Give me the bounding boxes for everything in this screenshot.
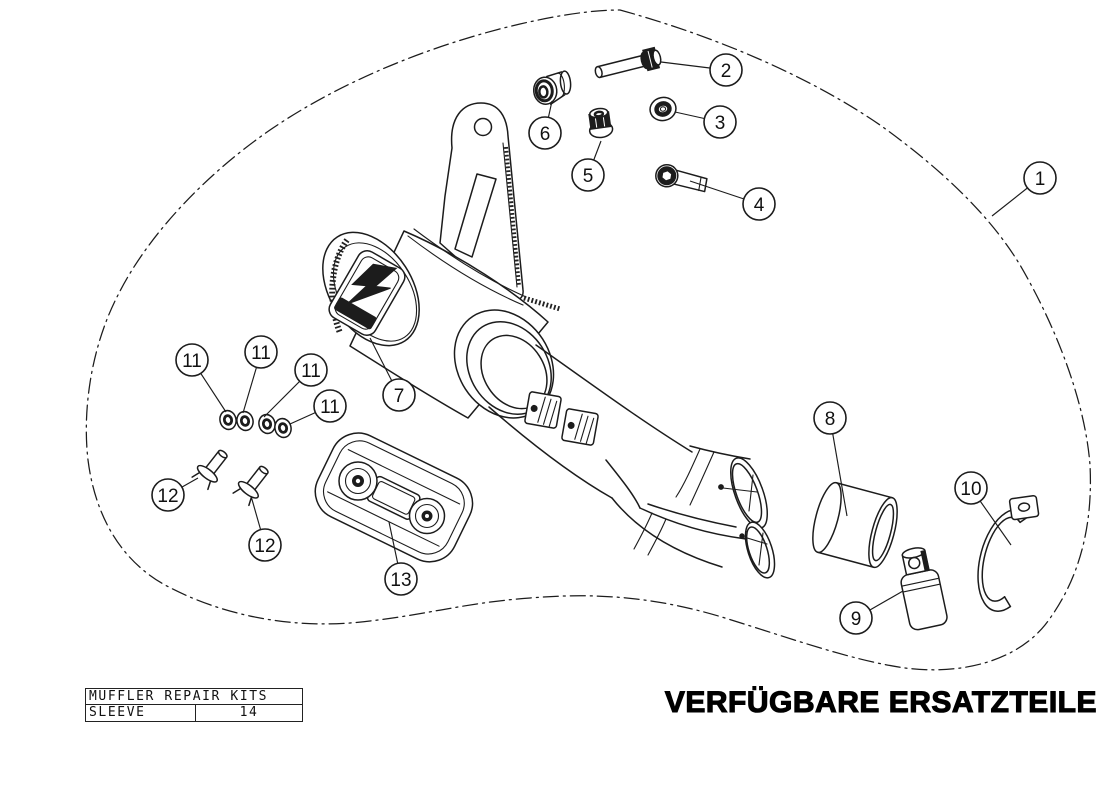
table-cell-number: 14 <box>239 705 259 720</box>
flat-washer <box>648 95 678 123</box>
callout-11: 11 <box>264 354 327 417</box>
washer <box>235 410 255 432</box>
callout-number: 3 <box>715 113 726 134</box>
callout-11: 11 <box>243 336 277 413</box>
callout-12: 12 <box>152 478 198 511</box>
page-title: VERFÜGBARE ERSATZTEILE <box>664 685 1097 719</box>
akrapovic-arrow-icon <box>342 253 400 319</box>
washer-set <box>218 409 293 439</box>
washer <box>273 417 293 439</box>
callout-6: 6 <box>529 101 561 149</box>
clamp-screw <box>895 544 949 631</box>
boundary-outline <box>86 10 1090 670</box>
allen-screw <box>654 163 708 194</box>
callout-11: 11 <box>176 344 226 412</box>
outlet-lower <box>606 460 780 581</box>
callout-12: 12 <box>249 496 281 561</box>
rivet-2 <box>232 461 275 507</box>
callout-circle <box>743 188 775 220</box>
flange-nut <box>587 107 614 139</box>
callout-2: 2 <box>661 54 742 86</box>
callout-number: 5 <box>583 166 594 187</box>
callout-number: 10 <box>960 479 981 500</box>
bracket-hole <box>475 119 492 136</box>
clamp-band <box>968 486 1043 616</box>
akrapovic-badge <box>325 247 408 339</box>
callout-4: 4 <box>690 181 775 220</box>
callout-number: 2 <box>721 61 732 82</box>
callout-9: 9 <box>840 591 903 634</box>
callout-circle <box>295 354 327 386</box>
repair-kits-table: MUFFLER REPAIR KITS SLEEVE 14 <box>85 688 303 722</box>
table-cell-part: SLEEVE <box>86 705 196 721</box>
callout-number: 9 <box>851 609 862 630</box>
table-header: MUFFLER REPAIR KITS <box>86 689 302 705</box>
callout-13: 13 <box>385 522 417 595</box>
callout-circle <box>710 54 742 86</box>
callout-circle <box>383 379 415 411</box>
callout-7: 7 <box>370 338 415 411</box>
washer <box>218 409 238 431</box>
callout-circle <box>1024 162 1056 194</box>
callout-circle <box>152 479 184 511</box>
hex-bolt <box>593 46 663 83</box>
callout-11: 11 <box>290 390 346 424</box>
callout-circle <box>955 472 987 504</box>
callout-circle <box>245 336 277 368</box>
callout-number: 1 <box>1035 169 1046 190</box>
callout-number: 13 <box>390 570 411 591</box>
callout-number: 7 <box>394 386 405 407</box>
link-pipe <box>489 345 692 498</box>
rivet-1 <box>191 445 234 491</box>
callout-number: 12 <box>254 536 275 557</box>
callout-circle <box>249 529 281 561</box>
repair-sleeve <box>807 480 903 570</box>
rubber-grommet <box>532 71 573 106</box>
callout-5: 5 <box>572 141 604 191</box>
callout-number: 4 <box>754 195 765 216</box>
bracket-slot <box>455 174 496 257</box>
callout-number: 11 <box>320 397 340 418</box>
callout-circle <box>814 402 846 434</box>
callout-number: 11 <box>182 351 202 372</box>
callout-number: 6 <box>540 124 551 145</box>
callout-circle <box>572 159 604 191</box>
pipe-tab-1 <box>524 391 561 428</box>
callout-8: 8 <box>814 402 847 516</box>
callout-1: 1 <box>992 162 1056 216</box>
callout-circle <box>529 117 561 149</box>
callout-number: 11 <box>301 361 321 382</box>
end-cap <box>306 424 482 572</box>
callout-circle <box>176 344 208 376</box>
callout-circle <box>314 390 346 422</box>
callout-number: 11 <box>251 343 271 364</box>
pipe-tab-2 <box>561 408 598 445</box>
callout-circle <box>704 106 736 138</box>
washer <box>257 413 277 435</box>
callout-circle <box>840 602 872 634</box>
callout-number: 8 <box>825 409 836 430</box>
front-rim-hatch <box>332 240 347 333</box>
table-row: SLEEVE 14 <box>86 705 302 721</box>
callout-circle <box>385 563 417 595</box>
callout-10: 10 <box>955 472 1011 545</box>
callout-3: 3 <box>675 106 736 138</box>
mounting-bracket <box>440 103 523 301</box>
callout-number: 12 <box>157 486 178 507</box>
